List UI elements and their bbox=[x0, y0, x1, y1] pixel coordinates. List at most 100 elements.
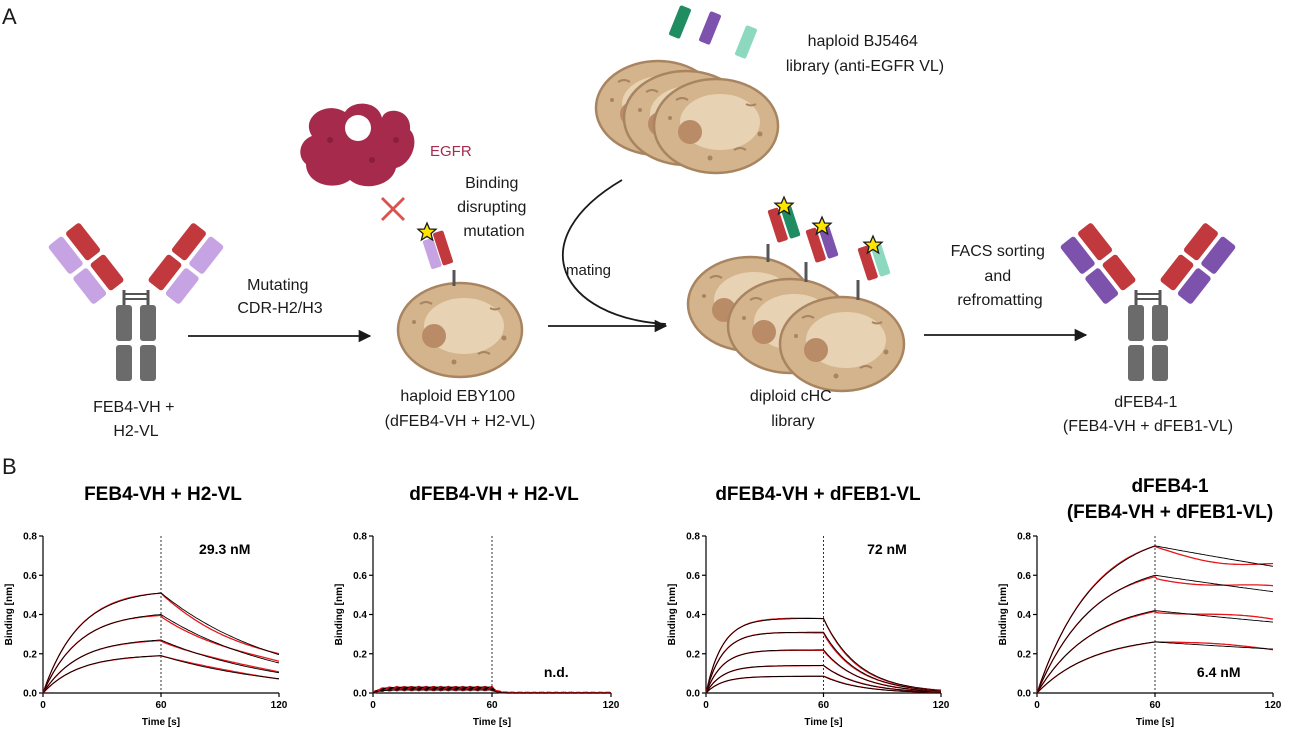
library-label: haploid BJ5464 library (anti-EGFR VL) bbox=[786, 33, 944, 75]
cells-bj5464 bbox=[594, 59, 780, 175]
x-tick-label: 60 bbox=[155, 700, 167, 711]
disrupt-label: Binding disrupting mutation bbox=[457, 175, 531, 240]
chart-4: dFEB4-1 (FEB4-VH + dFEB1-VL) 0.0 0.2 0.4 0.6 0… bbox=[998, 476, 1282, 728]
y-tick-label: 0.8 bbox=[23, 532, 37, 543]
arrow-mutating-label: Mutating CDR-H2/H3 bbox=[237, 277, 322, 317]
fit-curve bbox=[42, 655, 280, 694]
cell-eby100 bbox=[396, 281, 524, 379]
y-tick-label: 0.8 bbox=[353, 532, 367, 543]
final-label: dFEB4-1 (FEB4-VH + dFEB1-VL) bbox=[1063, 394, 1233, 435]
diploid-label: diploid cHC library bbox=[750, 388, 836, 430]
y-tick-label: 0.2 bbox=[23, 649, 37, 660]
x-tick-label: 60 bbox=[1149, 700, 1161, 711]
fit-curve bbox=[705, 649, 942, 694]
chart-title: (FEB4-VH + dFEB1-VL) bbox=[1067, 502, 1273, 523]
fit-curve bbox=[1036, 545, 1274, 694]
fit-curve bbox=[705, 631, 942, 694]
y-tick-label: 0.0 bbox=[1017, 689, 1031, 700]
cross-icon bbox=[381, 197, 405, 221]
fit-curve bbox=[705, 675, 942, 694]
fit-curve bbox=[372, 689, 611, 694]
facs-label: FACS sorting and refromatting bbox=[951, 243, 1050, 309]
chart-title: FEB4-VH + H2-VL bbox=[84, 484, 242, 505]
fab-right bbox=[1160, 223, 1236, 304]
panel-a: A bbox=[2, 4, 1236, 440]
y-tick-label: 0.8 bbox=[686, 532, 700, 543]
y-tick-label: 0.0 bbox=[23, 689, 37, 700]
fit-curve bbox=[705, 617, 942, 694]
haploid-eby-label: haploid EBY100 (dFEB4-VH + H2-VL) bbox=[385, 388, 536, 430]
fit-curve bbox=[42, 614, 280, 694]
y-tick-label: 0.0 bbox=[686, 689, 700, 700]
kd-annotation: 72 nM bbox=[867, 541, 907, 557]
x-axis-label: Time [s] bbox=[473, 717, 511, 728]
vl-fragments bbox=[669, 5, 757, 59]
x-tick-label: 120 bbox=[1265, 700, 1282, 711]
star-icon bbox=[417, 222, 437, 241]
chart-3: dFEB4-VH + dFEB1-VL 0.0 0.2 0.4 0.6 0.8 0 60 120… bbox=[667, 484, 950, 728]
fit-curve bbox=[42, 592, 280, 694]
x-tick-label: 60 bbox=[818, 700, 830, 711]
y-axis-label: Binding [nm] bbox=[334, 584, 345, 646]
displayed-fabs-diploid bbox=[766, 196, 891, 300]
mating-label: mating bbox=[566, 262, 611, 279]
x-axis-label: Time [s] bbox=[804, 717, 842, 728]
panel-b: B FEB4-VH + H2-VL 0.0 0.2 0.4 0.6 0.8 0 60 120Ti… bbox=[2, 454, 1282, 728]
kd-annotation: n.d. bbox=[544, 664, 569, 680]
fit-curve bbox=[42, 639, 280, 694]
fc-region bbox=[1128, 290, 1168, 381]
fc-region bbox=[116, 290, 156, 381]
kd-annotation: 29.3 nM bbox=[199, 541, 250, 557]
y-tick-label: 0.6 bbox=[23, 571, 37, 582]
x-tick-label: 120 bbox=[933, 700, 950, 711]
y-tick-label: 0.4 bbox=[1017, 610, 1031, 621]
kd-annotation: 6.4 nM bbox=[1197, 664, 1241, 680]
chart-2: dFEB4-VH + H2-VL 0.0 0.2 0.4 0.6 0.8 0 60 120Tim… bbox=[334, 484, 620, 728]
panel-b-label: B bbox=[2, 454, 17, 479]
x-tick-label: 60 bbox=[486, 700, 498, 711]
x-tick-label: 0 bbox=[1034, 700, 1040, 711]
y-tick-label: 0.4 bbox=[353, 610, 367, 621]
egfr-protein bbox=[300, 103, 415, 187]
y-tick-label: 0.6 bbox=[686, 571, 700, 582]
x-tick-label: 120 bbox=[271, 700, 288, 711]
y-tick-label: 0.6 bbox=[1017, 571, 1031, 582]
x-tick-label: 0 bbox=[40, 700, 46, 711]
panel-a-label: A bbox=[2, 4, 17, 29]
fab-left bbox=[48, 223, 124, 304]
antibody-final bbox=[1060, 223, 1236, 381]
y-axis-label: Binding [nm] bbox=[667, 584, 678, 646]
y-tick-label: 0.2 bbox=[686, 649, 700, 660]
x-axis-label: Time [s] bbox=[1136, 717, 1174, 728]
y-tick-label: 0.6 bbox=[353, 571, 367, 582]
fit-curve bbox=[1036, 641, 1274, 694]
y-tick-label: 0.4 bbox=[686, 610, 700, 621]
x-tick-label: 0 bbox=[370, 700, 376, 711]
fab-right bbox=[148, 223, 224, 304]
y-tick-label: 0.0 bbox=[353, 689, 367, 700]
chart-title: dFEB4-VH + H2-VL bbox=[409, 484, 579, 505]
bli-charts: FEB4-VH + H2-VL 0.0 0.2 0.4 0.6 0.8 0 60 120Time… bbox=[4, 476, 1282, 728]
y-axis-label: Binding [nm] bbox=[4, 584, 15, 646]
start-label: FEB4-VH + H2-VL bbox=[93, 399, 179, 440]
y-tick-label: 0.4 bbox=[23, 610, 37, 621]
fit-curve bbox=[705, 665, 942, 694]
chart-1: FEB4-VH + H2-VL 0.0 0.2 0.4 0.6 0.8 0 60 120Time… bbox=[4, 484, 288, 728]
y-tick-label: 0.8 bbox=[1017, 532, 1031, 543]
y-tick-label: 0.2 bbox=[1017, 649, 1031, 660]
fab-left bbox=[1060, 223, 1136, 304]
displayed-fab-eby bbox=[417, 222, 456, 286]
x-tick-label: 120 bbox=[603, 700, 620, 711]
x-axis-label: Time [s] bbox=[142, 717, 180, 728]
x-tick-label: 0 bbox=[703, 700, 709, 711]
y-tick-label: 0.2 bbox=[353, 649, 367, 660]
chart-title: dFEB4-1 bbox=[1131, 476, 1209, 497]
fit-curve bbox=[1036, 610, 1274, 694]
egfr-label: EGFR bbox=[430, 143, 472, 160]
chart-title: dFEB4-VH + dFEB1-VL bbox=[715, 484, 921, 505]
arrow-mating-curve bbox=[562, 179, 667, 325]
antibody-start bbox=[48, 223, 224, 381]
y-axis-label: Binding [nm] bbox=[998, 584, 1009, 646]
fit-curve bbox=[1036, 574, 1274, 694]
